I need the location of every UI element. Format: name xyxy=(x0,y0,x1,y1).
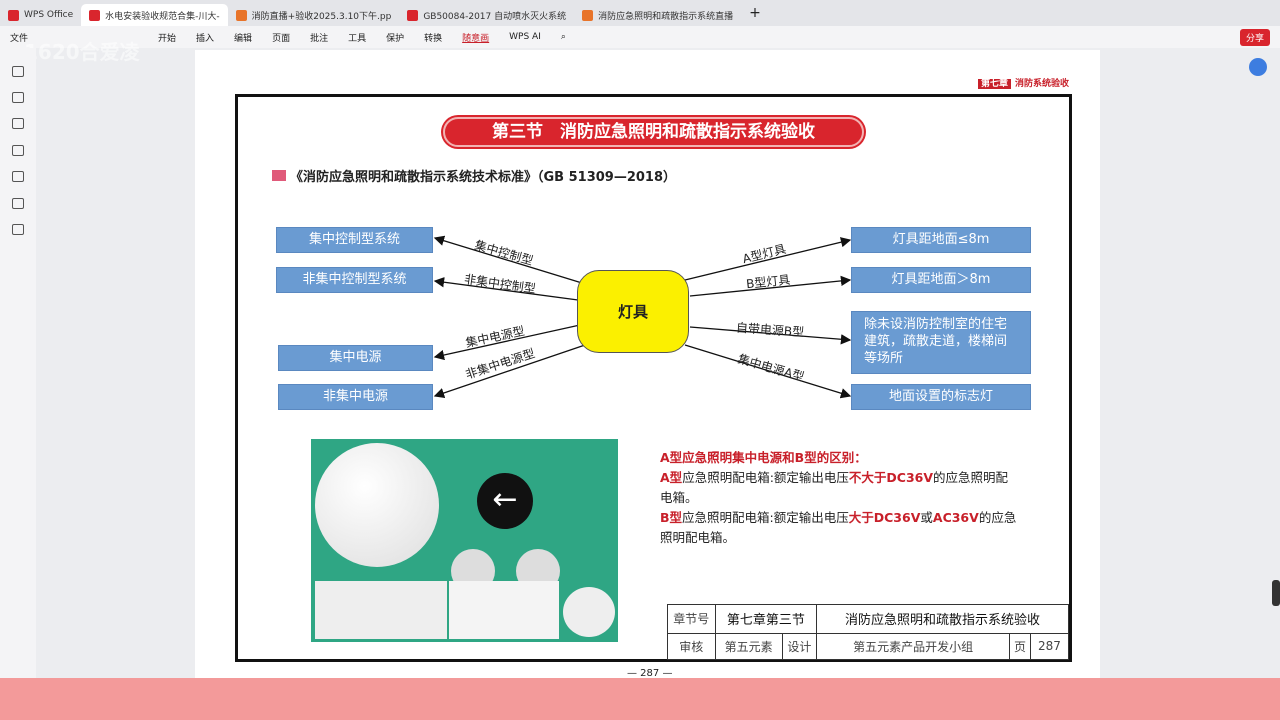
menu-convert[interactable]: 转换 xyxy=(424,33,443,44)
menu-draw[interactable]: 随意画 xyxy=(462,33,490,44)
right-box-under-8m: 灯具距地面≤8m xyxy=(851,227,1031,253)
new-tab-icon[interactable]: + xyxy=(749,5,761,21)
share-button[interactable]: 分享 xyxy=(1239,28,1270,46)
tab-doc-2[interactable]: 消防直播+验收2025.3.10下午.pp xyxy=(228,4,400,26)
outline-icon[interactable] xyxy=(12,66,24,77)
menu-insert[interactable]: 插入 xyxy=(196,33,215,44)
tab-doc-3[interactable]: GB50084-2017 自动喷水灭火系统 xyxy=(399,4,574,26)
type-difference-notes: A型应急照明集中电源和B型的区别： A型应急照明配电箱:额定输出电压不大于DC3… xyxy=(660,450,1017,545)
book-icon xyxy=(272,170,286,181)
right-box-floor-sign: 地面设置的标志灯 xyxy=(851,384,1031,410)
tab-wps-home[interactable]: WPS Office xyxy=(0,4,81,26)
exit-direction-sign-image xyxy=(315,581,447,639)
tab-doc-4[interactable]: 消防应急照明和疏散指示系统直播 xyxy=(574,4,741,26)
bottom-banner xyxy=(0,678,1280,720)
ceiling-light-image xyxy=(315,443,439,567)
comment-icon[interactable] xyxy=(12,145,24,156)
menu-wps-ai[interactable]: WPS AI xyxy=(509,32,541,42)
attachment-icon[interactable] xyxy=(12,171,24,182)
layers-icon[interactable] xyxy=(12,224,24,235)
menu-bar: 文件 开始 插入 编辑 页面 批注 工具 保护 转换 随意画 WPS AI ⌕ … xyxy=(0,26,1280,48)
page-number: — 287 — xyxy=(627,668,673,679)
menu-file[interactable]: 文件 xyxy=(10,33,29,44)
title-block-table: 章节号第七章第三节消防应急照明和疏散指示系统验收 审核第五元素设计第五元素产品开… xyxy=(667,604,1070,661)
wps-logo-icon xyxy=(8,9,19,21)
left-box-centralized-control: 集中控制型系统 xyxy=(276,227,433,253)
bookmark-icon[interactable] xyxy=(12,92,24,103)
tab-bar: WPS Office 水电安装验收规范合集-川大- 消防直播+验收2025.3.… xyxy=(0,0,1280,26)
left-box-non-centralized-control: 非集中控制型系统 xyxy=(276,267,433,293)
standard-reference: 《消防应急照明和疏散指示系统技术标准》（GB 51309—2018） xyxy=(272,166,676,185)
sign-icon[interactable] xyxy=(12,198,24,209)
scrollbar-thumb[interactable] xyxy=(1272,580,1280,606)
menu-home[interactable]: 开始 xyxy=(158,33,177,44)
section-title: 第三节 消防应急照明和疏散指示系统验收 xyxy=(443,117,864,147)
left-box-non-centralized-power: 非集中电源 xyxy=(278,384,433,410)
menu-tools[interactable]: 工具 xyxy=(348,33,367,44)
thumbnail-icon[interactable] xyxy=(12,118,24,129)
menu-page[interactable]: 页面 xyxy=(272,33,291,44)
floor-light-image xyxy=(563,587,615,637)
menu-comment[interactable]: 批注 xyxy=(310,33,329,44)
ppt-icon xyxy=(235,9,247,21)
content-frame xyxy=(235,94,1072,662)
ai-assistant-icon[interactable] xyxy=(1249,58,1267,76)
menu-edit[interactable]: 编辑 xyxy=(234,33,253,44)
pdf-icon xyxy=(89,9,101,21)
search-icon[interactable]: ⌕ xyxy=(560,32,566,42)
left-sidebar xyxy=(0,48,36,678)
menu-protect[interactable]: 保护 xyxy=(386,33,405,44)
page-header: 第七章消防系统验收 xyxy=(978,76,1069,89)
tab-doc-1[interactable]: 水电安装验收规范合集-川大- xyxy=(81,4,228,26)
watermark: 1620合爱凌 xyxy=(24,40,140,64)
pdf-icon xyxy=(407,9,419,21)
left-box-centralized-power: 集中电源 xyxy=(278,345,433,371)
right-box-residential: 除未设消防控制室的住宅建筑，疏散走道，楼梯间等场所 xyxy=(851,311,1031,374)
distribution-box-image xyxy=(449,581,559,639)
exit-sign-image: ← xyxy=(477,473,533,529)
ppt-icon xyxy=(582,9,594,21)
center-lamp: 灯具 xyxy=(577,270,689,353)
emergency-light-photo: ← xyxy=(311,439,618,642)
right-box-over-8m: 灯具距地面＞8m xyxy=(851,267,1031,293)
